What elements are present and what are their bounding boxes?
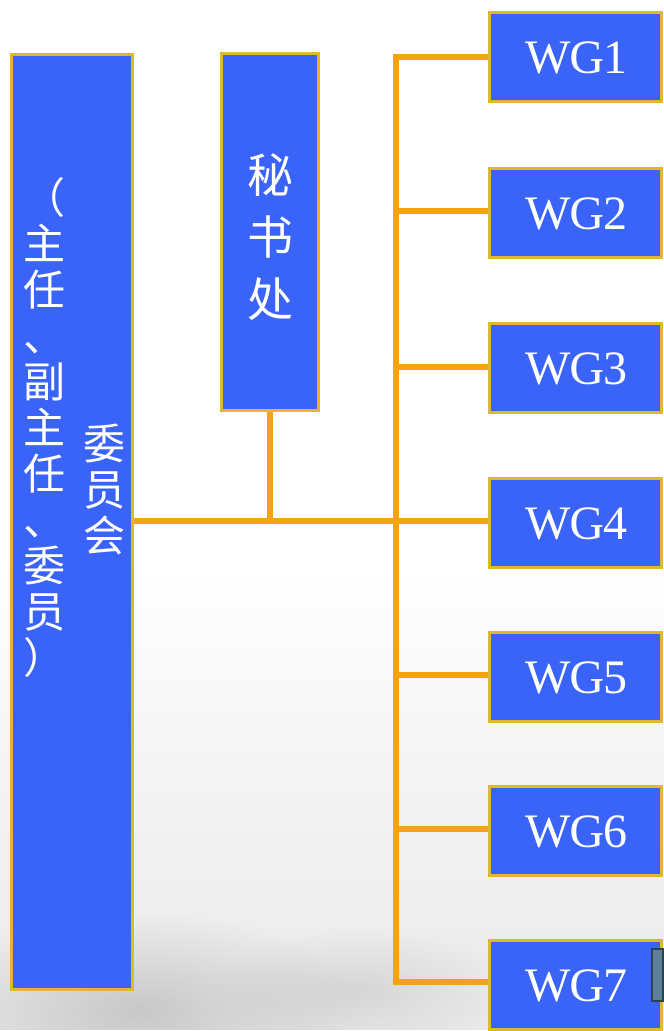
wg-box: WG7 — [488, 939, 663, 1031]
vertical-glyph: 主 — [22, 404, 65, 453]
committee-members-text: （主任、副主任、委员） — [19, 176, 69, 682]
branch-wg3 — [393, 364, 489, 370]
wg-label: WG5 — [525, 650, 627, 704]
vertical-glyph: 会 — [82, 512, 125, 561]
branch-wg1 — [393, 54, 489, 60]
branch-wg2 — [393, 208, 489, 214]
vertical-glyph: （ — [22, 174, 65, 223]
committee-box: （主任、副主任、委员） 委员会 — [10, 53, 134, 991]
vertical-glyph: ） — [22, 634, 65, 683]
branch-wg5 — [393, 672, 489, 678]
vertical-glyph: 员 — [22, 588, 65, 637]
branch-wg6 — [393, 826, 489, 832]
vertical-glyph: 秘 — [247, 149, 293, 203]
committee-title-text: 委员会 — [79, 422, 129, 560]
branch-wg4 — [393, 518, 489, 524]
wg-box: WG1 — [488, 11, 663, 103]
branch-wg7 — [393, 979, 489, 985]
secretariat-text: 秘书处 — [223, 145, 317, 331]
wg-label: WG6 — [525, 804, 627, 858]
wg-label: WG7 — [525, 958, 627, 1012]
committee-connector — [134, 518, 396, 524]
secretariat-box: 秘书处 — [220, 52, 320, 412]
vertical-glyph: 任 — [22, 266, 65, 315]
vertical-glyph: 副 — [22, 358, 65, 407]
wg-box: WG5 — [488, 631, 663, 723]
wg-label: WG4 — [525, 496, 627, 550]
vertical-glyph: 员 — [82, 466, 125, 515]
vertical-glyph: 处 — [247, 273, 293, 327]
wg-box: WG6 — [488, 785, 663, 877]
vertical-glyph: 、 — [22, 312, 65, 361]
wg-box: WG2 — [488, 167, 663, 259]
vertical-glyph: 任 — [22, 450, 65, 499]
vertical-glyph: 、 — [22, 496, 65, 545]
wg-box: WG4 — [488, 477, 663, 569]
secretariat-connector — [267, 411, 273, 521]
wg-label: WG3 — [525, 341, 627, 395]
partial-side-box — [651, 948, 664, 1002]
wg-label: WG1 — [525, 30, 627, 84]
vertical-glyph: 委 — [82, 420, 125, 469]
vertical-glyph: 委 — [22, 542, 65, 591]
vertical-glyph: 书 — [247, 211, 293, 265]
wg-label: WG2 — [525, 186, 627, 240]
wg-box: WG3 — [488, 322, 663, 414]
vertical-glyph: 主 — [22, 220, 65, 269]
